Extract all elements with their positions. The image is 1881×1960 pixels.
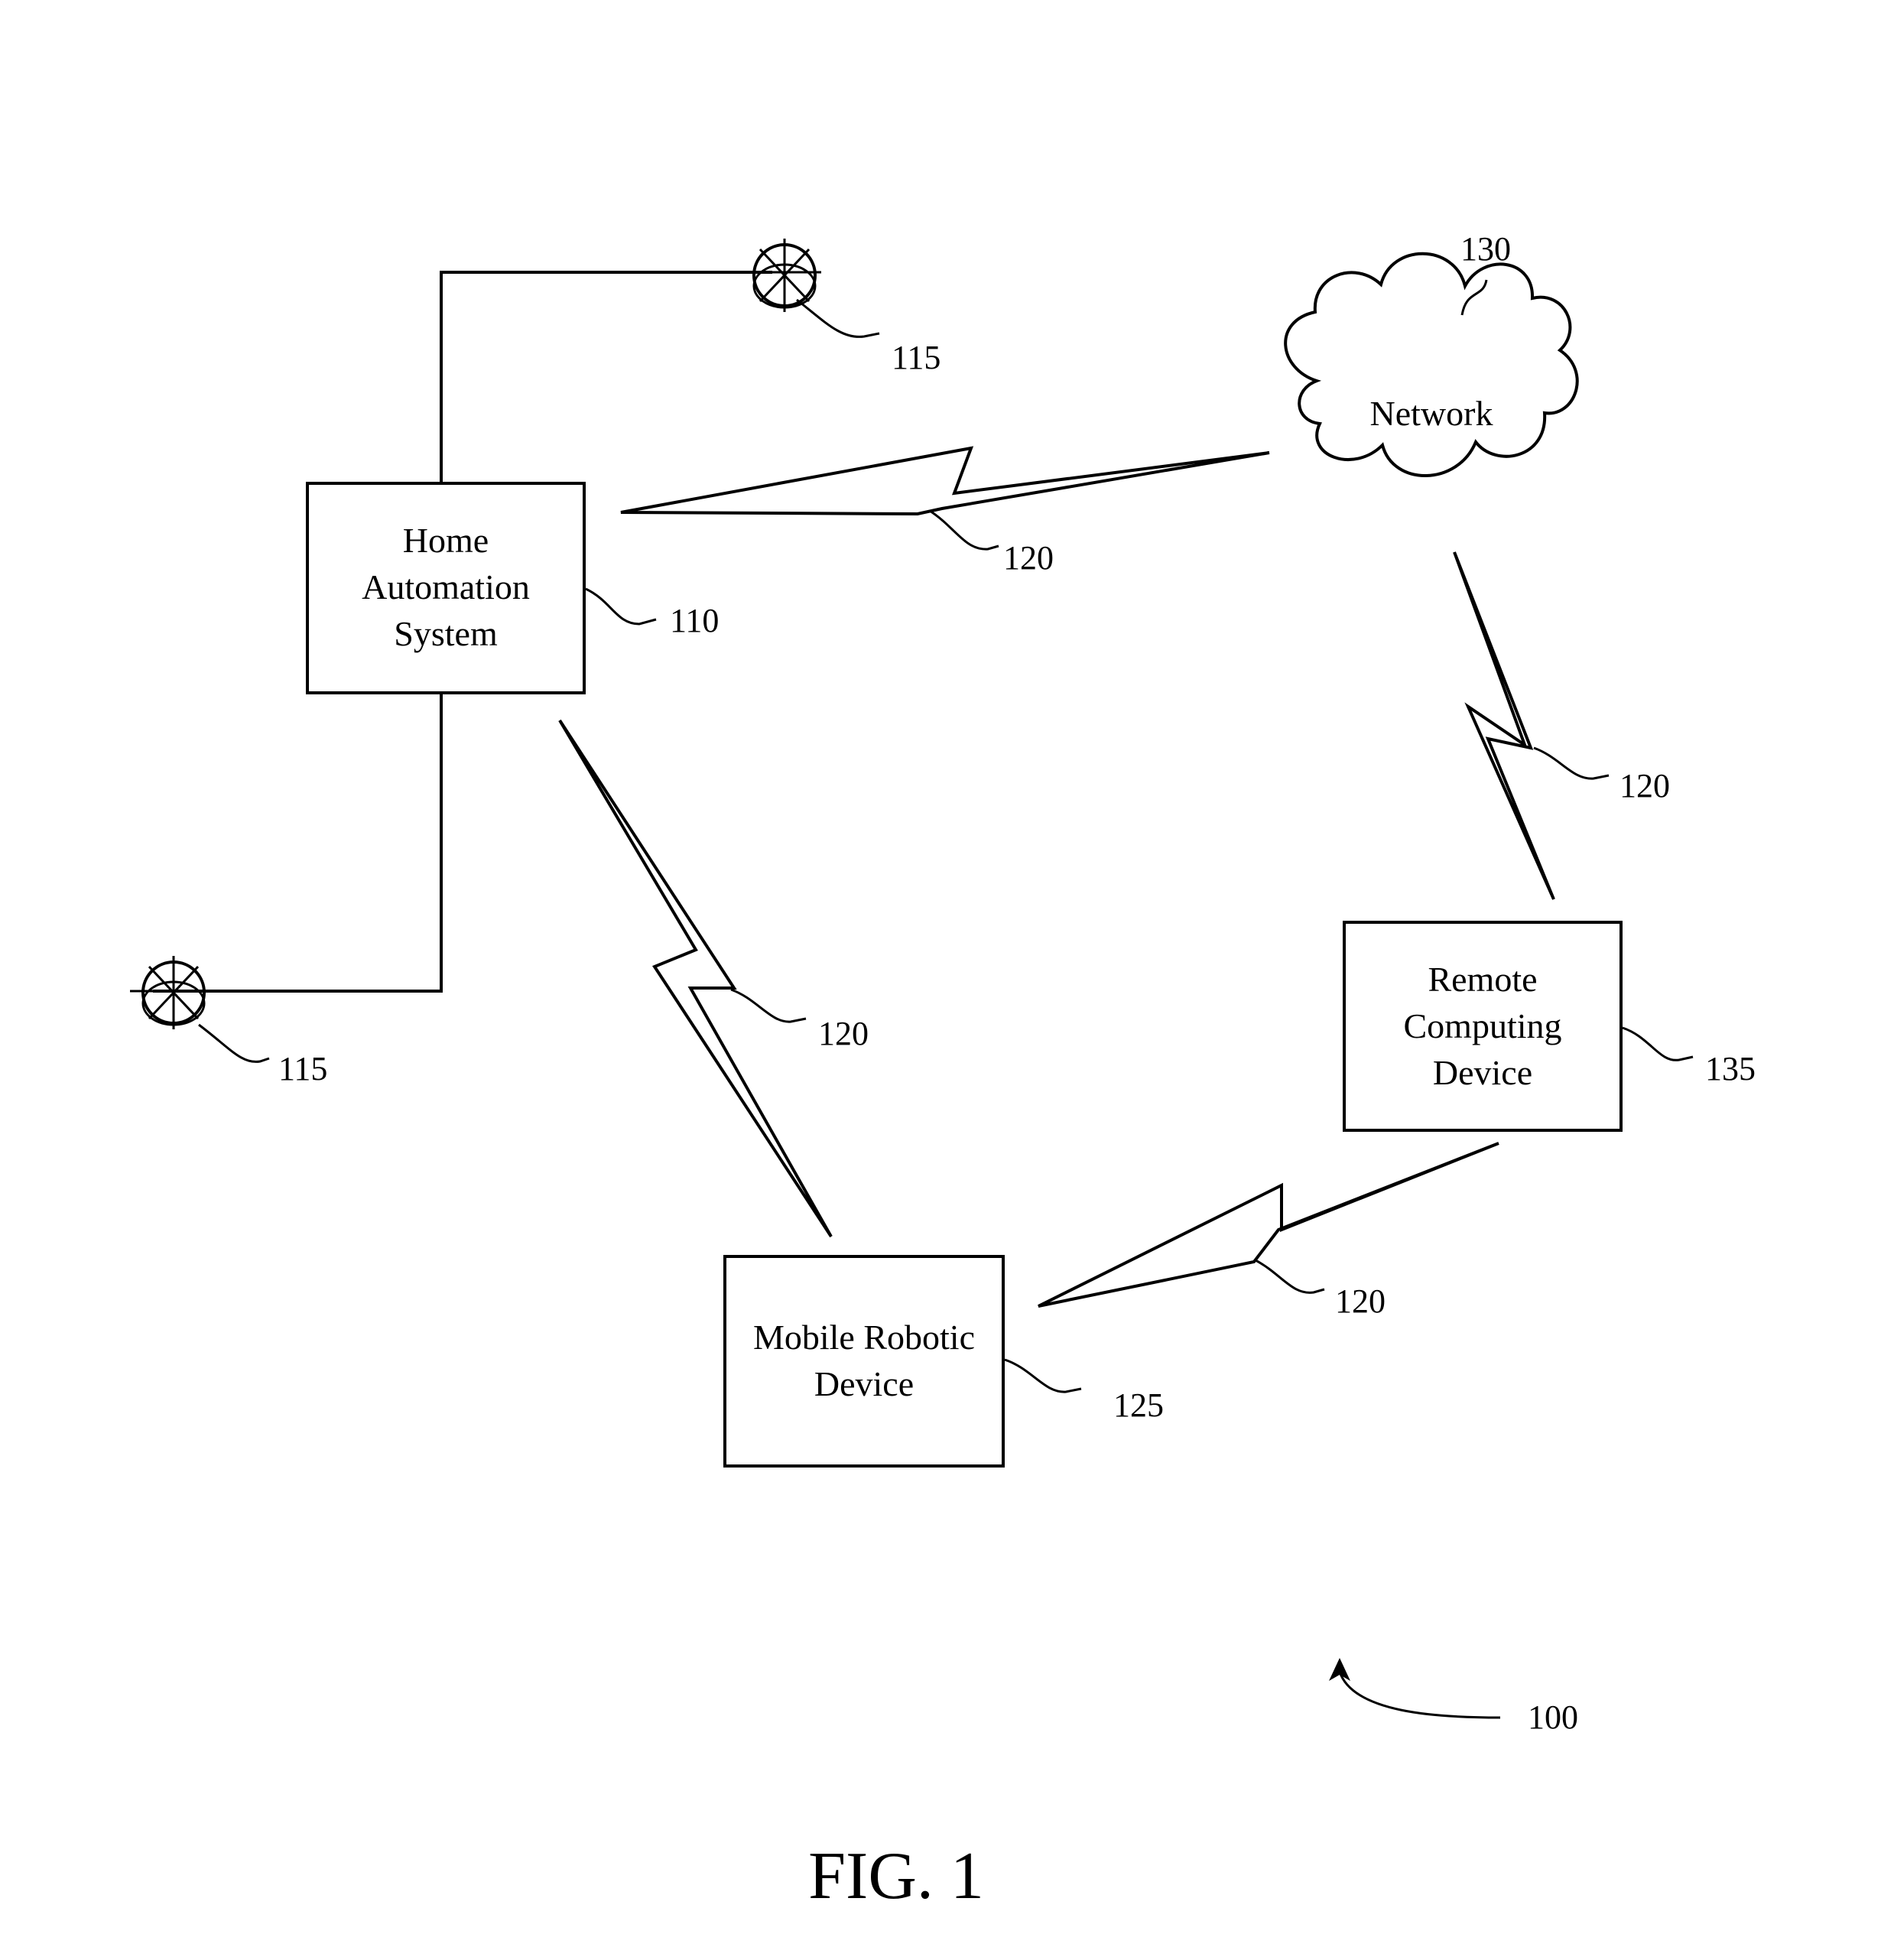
remote-computing-label-line1: Remote — [1428, 960, 1537, 999]
arrowhead-100 — [1329, 1658, 1350, 1681]
wireless-link-home-network — [621, 448, 1269, 514]
leader-135 — [1623, 1028, 1693, 1060]
mobile-robotic-label-line1: Mobile Robotic — [753, 1318, 975, 1357]
home-automation-label-line1: Home — [403, 521, 489, 560]
remote-computing-label-line2: Computing — [1403, 1006, 1561, 1045]
ref-125: 125 — [1113, 1386, 1164, 1424]
mobile-robotic-label-line2: Device — [814, 1364, 914, 1403]
leader-115-top — [797, 300, 879, 336]
leader-120-network-remote — [1534, 748, 1609, 778]
wireless-link-remote-mobile — [1038, 1143, 1499, 1306]
figure-caption: FIG. 1 — [808, 1839, 984, 1913]
leader-115-bottom — [199, 1025, 269, 1061]
wireless-link-home-mobile — [560, 720, 831, 1237]
leader-125 — [1005, 1360, 1081, 1392]
sensor-icon-top — [748, 239, 821, 312]
ref-115-top: 115 — [892, 339, 940, 376]
home-automation-label-line3: System — [394, 614, 498, 653]
ref-120-home-network: 120 — [1003, 539, 1054, 577]
ref-120-home-mobile: 120 — [818, 1015, 869, 1052]
leader-100 — [1340, 1672, 1500, 1718]
leader-120-home-network — [930, 511, 999, 549]
leader-110 — [586, 589, 656, 624]
ref-120-remote-mobile: 120 — [1335, 1282, 1386, 1320]
ref-110: 110 — [670, 602, 719, 639]
ref-130: 130 — [1460, 230, 1511, 268]
mobile-robotic-device-box — [725, 1256, 1003, 1466]
network-label: Network — [1370, 394, 1493, 433]
wire-to-bottom-sensor — [153, 693, 441, 991]
leader-120-remote-mobile — [1256, 1260, 1324, 1292]
network-cloud — [1285, 254, 1577, 476]
home-automation-label-line2: Automation — [362, 567, 530, 606]
ref-115-bottom: 115 — [278, 1050, 327, 1087]
ref-100: 100 — [1528, 1698, 1578, 1736]
wireless-link-network-remote — [1454, 552, 1554, 899]
leader-120-home-mobile — [731, 990, 806, 1022]
remote-computing-label-line3: Device — [1433, 1053, 1532, 1092]
ref-135: 135 — [1705, 1050, 1756, 1087]
wire-to-top-sensor — [441, 272, 772, 483]
ref-120-network-remote: 120 — [1619, 767, 1670, 804]
